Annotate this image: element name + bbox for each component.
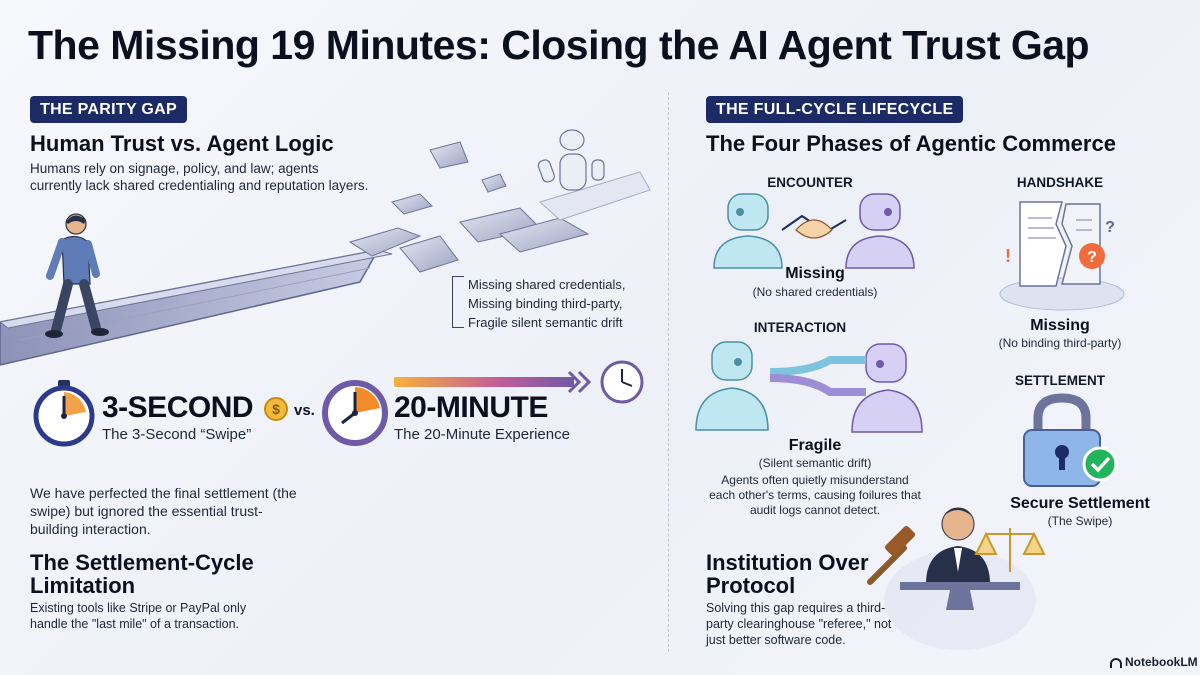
phase-settlement-detail: (The Swipe) (1047, 514, 1113, 528)
broken-bridge-illustration (0, 129, 651, 366)
gap-item: Fragile silent semantic drift (468, 315, 623, 330)
gap-list: Missing shared credentials, Missing bind… (468, 275, 626, 332)
phase-handshake-detail: (No binding third-party) (998, 336, 1122, 350)
interaction-robots-drift-icon (695, 341, 923, 433)
svg-text:!: ! (1005, 246, 1011, 266)
clock-icon (322, 380, 388, 446)
versus-label: vs. (294, 402, 315, 419)
person-walking-icon (45, 213, 109, 338)
phase-encounter-name: ENCOUNTER (767, 175, 853, 190)
parity-gap-pill: THE PARITY GAP (30, 96, 187, 123)
referee-scales-illustration (867, 507, 1046, 650)
twenty-minute-label: 20-MINUTE (394, 391, 548, 424)
lifecycle-pill: THE FULL-CYCLE LIFECYCLE (706, 96, 964, 123)
phase-interaction-detail: (Silent semantic drift) (758, 456, 872, 470)
padlock-check-icon (1023, 393, 1118, 487)
phase-encounter-detail: (No shared credentials) (752, 285, 878, 299)
parity-intro: Humans rely on signage, policy, and law;… (30, 161, 369, 193)
lifecycle-heading: The Four Phases of Agentic Commerce (706, 131, 1116, 156)
time-gradient-bar (394, 360, 644, 404)
encounter-robots-handshake-icon (713, 193, 915, 269)
settlement-summary: We have perfected the final settlement (… (30, 485, 297, 537)
phase-handshake-name: HANDSHAKE (1016, 175, 1104, 190)
phase-settlement-status: Secure Settlement (1010, 495, 1150, 512)
gap-item: Missing shared credentials, (468, 277, 626, 292)
limitation-heading: The Settlement-Cycle Limitation (30, 550, 254, 598)
institution-heading: Institution Over Protocol (706, 550, 869, 598)
column-divider (668, 92, 669, 652)
twenty-minute-caption: The 20-Minute Experience (394, 426, 570, 443)
svg-text:?: ? (1087, 249, 1097, 266)
phase-interaction-name: INTERACTION (753, 320, 847, 335)
phase-interaction-status: Fragile (788, 437, 842, 454)
page-title: The Missing 19 Minutes: Closing the AI A… (28, 22, 1090, 68)
phase-encounter-status: Missing (785, 265, 845, 282)
torn-document-icon: ? ? ! (999, 201, 1125, 311)
parity-heading: Human Trust vs. Agent Logic (30, 131, 334, 156)
coin-icon: $ (264, 397, 288, 421)
svg-text:?: ? (1105, 219, 1115, 236)
brand-name: NotebookLM (1125, 655, 1198, 669)
three-second-label: 3-SECOND (102, 391, 254, 424)
limitation-text: Existing tools like Stripe or PayPal onl… (30, 601, 247, 631)
institution-text: Solving this gap requires a third-party … (706, 601, 892, 647)
phase-interaction-note: Agents often quietly misunderstand each … (709, 473, 921, 517)
three-second-caption: The 3-Second “Swipe” (102, 426, 252, 443)
gap-bracket (452, 276, 464, 328)
phase-settlement-name: SETTLEMENT (1015, 373, 1105, 388)
phase-handshake-status: Missing (1030, 317, 1090, 334)
gap-item: Missing binding third-party, (468, 296, 623, 311)
notebooklm-logo-icon (1110, 657, 1122, 668)
stopwatch-icon (33, 380, 95, 447)
brand-watermark: NotebookLM (1110, 655, 1198, 669)
